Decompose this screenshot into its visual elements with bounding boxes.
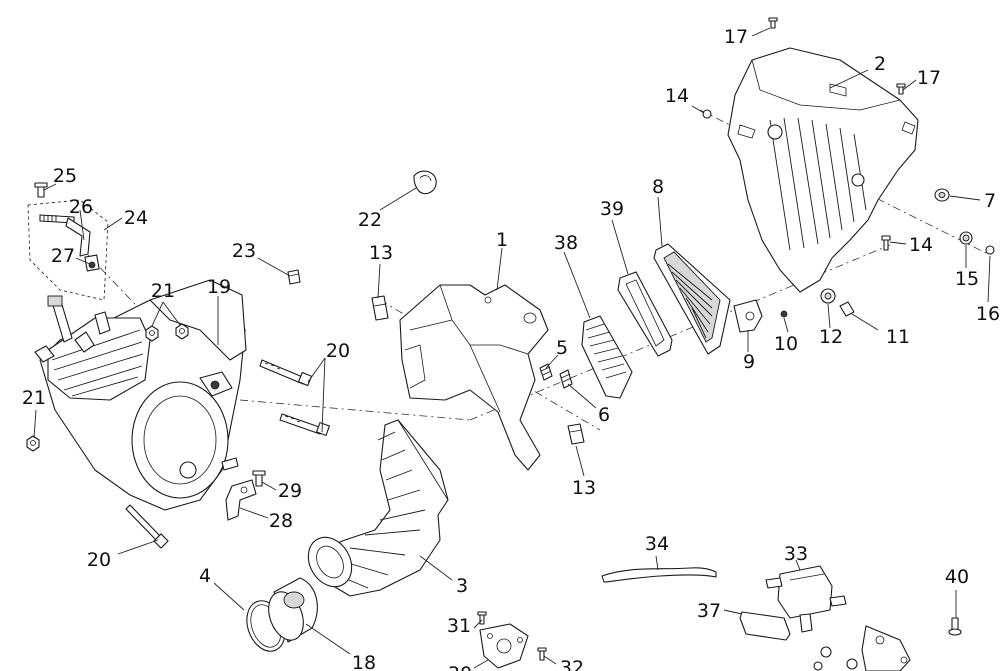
callout-32: 32 [560,657,584,671]
bracket-28 [225,479,257,521]
callout-15: 15 [955,268,979,290]
grommet-6 [559,369,573,389]
clip-13-lower [567,423,585,445]
filter-cage-38 [581,315,633,399]
grommet-15 [959,231,973,245]
engine-assembly [34,279,247,511]
grommet-12 [820,288,836,304]
plug-10 [780,310,788,318]
plug-11 [839,301,855,317]
callout-27: 27 [51,245,75,267]
airbox-1 [399,284,549,471]
callout-14-left: 14 [665,85,689,107]
callout-25: 25 [53,165,77,187]
callout-9: 9 [743,351,755,373]
callout-16: 16 [976,303,1000,325]
callout-22: 22 [358,209,382,231]
callout-34: 34 [645,533,669,555]
callout-17-top: 17 [724,26,748,48]
callout-28: 28 [269,510,293,532]
callout-24: 24 [124,207,148,229]
callout-29: 29 [278,480,302,502]
callout-31: 31 [447,615,471,637]
callout-6: 6 [598,404,610,426]
callout-21-left: 21 [22,387,46,409]
leader-lines [33,27,991,669]
gasket-plate-30 [479,623,529,669]
washer-14-left [702,109,712,119]
callout-21-top: 21 [151,280,175,302]
callout-20-bottom: 20 [87,549,111,571]
hose-34 [601,567,717,583]
callout-33: 33 [784,543,808,565]
nut-21-top-a [145,325,159,342]
air-filter-8 [653,243,731,355]
callout-37: 37 [697,600,721,622]
clip-23 [287,269,301,285]
screw-32 [537,647,547,661]
callout-11: 11 [886,326,910,348]
callout-5: 5 [556,337,568,359]
callout-2: 2 [874,53,886,75]
hose-clamp-22 [413,170,437,195]
callout-14-right: 14 [909,234,933,256]
nut-21-top-b [175,323,189,340]
callout-13-lower: 13 [572,477,596,499]
callout-40: 40 [945,566,969,588]
callout-12: 12 [819,326,843,348]
callout-8: 8 [652,176,664,198]
airbox-cover-2 [727,47,919,293]
callout-4: 4 [199,565,211,587]
screw-17-top [768,17,778,29]
callout-17-right: 17 [917,67,941,89]
grommet-7 [934,188,950,202]
callout-3: 3 [456,575,468,597]
filter-frame-39 [617,271,673,357]
callout-20-right: 20 [326,340,350,362]
screw-16 [985,245,995,255]
callout-19: 19 [207,276,231,298]
valve-33 [765,565,847,633]
bolt-20-lower [125,504,169,549]
callout-38: 38 [554,232,578,254]
grommet-5 [539,363,553,381]
callout-39: 39 [600,198,624,220]
intake-boot-3 [307,419,449,597]
callout-23: 23 [232,240,256,262]
screw-29 [252,470,266,487]
callout-7: 7 [984,190,996,212]
callout-18: 18 [352,652,376,671]
bolt-20-middle [279,413,330,436]
callout-labels: 1 2 3 4 5 6 7 8 9 10 11 12 13 13 14 14 1… [22,26,1000,671]
bracket-9 [733,299,763,333]
callout-30: 30 [448,663,472,671]
callout-13-upper: 13 [369,242,393,264]
callout-1: 1 [496,229,508,251]
small-fasteners-bottom [813,646,858,671]
screw-40 [948,617,962,636]
clip-13-upper [371,295,389,321]
mount-bracket [861,625,911,671]
callout-26: 26 [69,196,93,218]
washer-14-right [881,235,891,251]
screw-31 [477,611,487,625]
lever-group-24 [27,182,109,301]
bolt-20-upper [259,359,313,387]
nut-21-left [26,435,40,452]
callout-10: 10 [774,333,798,355]
pad-37 [739,611,791,641]
